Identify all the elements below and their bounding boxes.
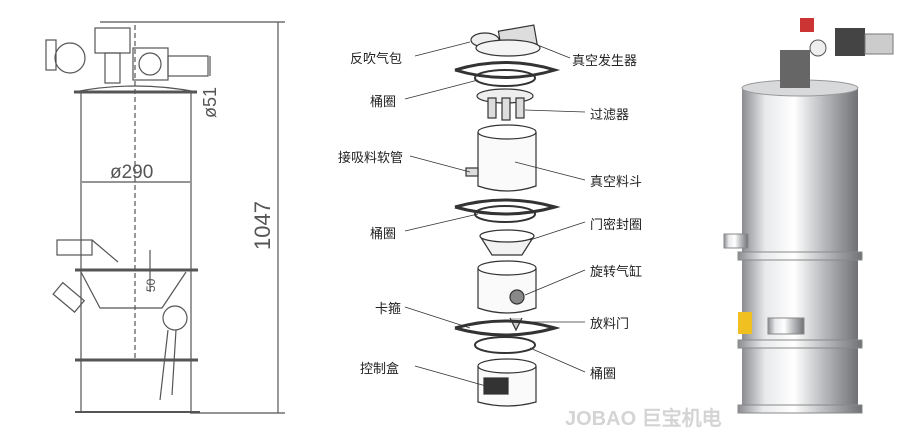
label-vacuum-hopper: 真空料斗 [590,175,643,190]
dim-outlet: ø51 [200,87,220,118]
technical-drawing [45,21,285,414]
leader-lines [404,41,586,387]
dim-diameter: ø290 [110,162,153,183]
label-blowback-air-bag: 反吹气包 [350,52,403,67]
dim-offset: 50 [144,278,158,292]
label-rotary-cylinder: 旋转气缸 [590,265,643,280]
label-clamp: 卡箍 [375,302,402,317]
label-control-box: 控制盒 [360,362,400,377]
label-barrel-ring-2: 桶圈 [370,227,397,242]
label-barrel-ring-1: 桶圈 [370,95,397,110]
watermark: JOBAO 巨宝机电 [565,406,722,430]
product-photo [723,18,894,414]
exploded-view [454,24,561,407]
label-suction-hose: 接吸料软管 [338,151,404,166]
label-vacuum-generator: 真空发生器 [572,54,638,69]
label-discharge-door: 放料门 [590,317,630,332]
label-barrel-ring-3: 桶圈 [590,367,617,382]
label-door-seal: 门密封圈 [590,218,643,233]
label-filter: 过滤器 [590,108,630,123]
dim-height: 1047 [250,201,275,250]
